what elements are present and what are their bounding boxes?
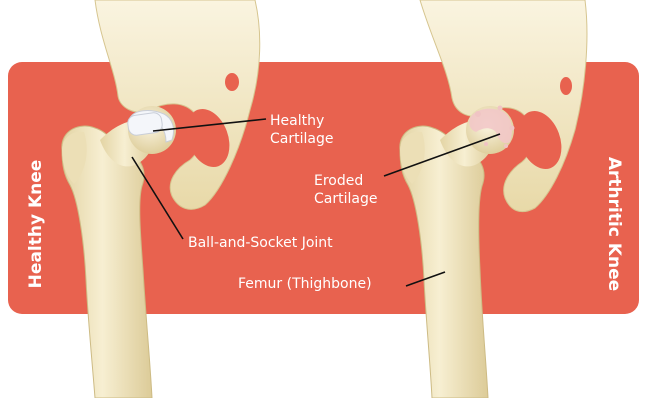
eroded-cartilage-label-line2: Cartilage <box>314 190 377 208</box>
healthy-cartilage-label-line2: Cartilage <box>270 130 333 148</box>
arthritic-side-label: Arthritic Knee <box>604 157 624 291</box>
femur-label: Femur (Thighbone) <box>238 275 372 293</box>
healthy-cartilage-label: Healthy Cartilage <box>270 112 333 148</box>
eroded-cartilage-label-line1: Eroded <box>314 172 377 190</box>
arthritic-pelvis-notch <box>560 77 572 95</box>
healthy-cartilage-label-line1: Healthy <box>270 112 333 130</box>
healthy-pelvis-notch <box>225 73 239 91</box>
ball-socket-label: Ball-and-Socket Joint <box>188 234 333 252</box>
healthy-side-label: Healthy Knee <box>26 160 46 289</box>
eroded-cartilage-label: Eroded Cartilage <box>314 172 377 208</box>
